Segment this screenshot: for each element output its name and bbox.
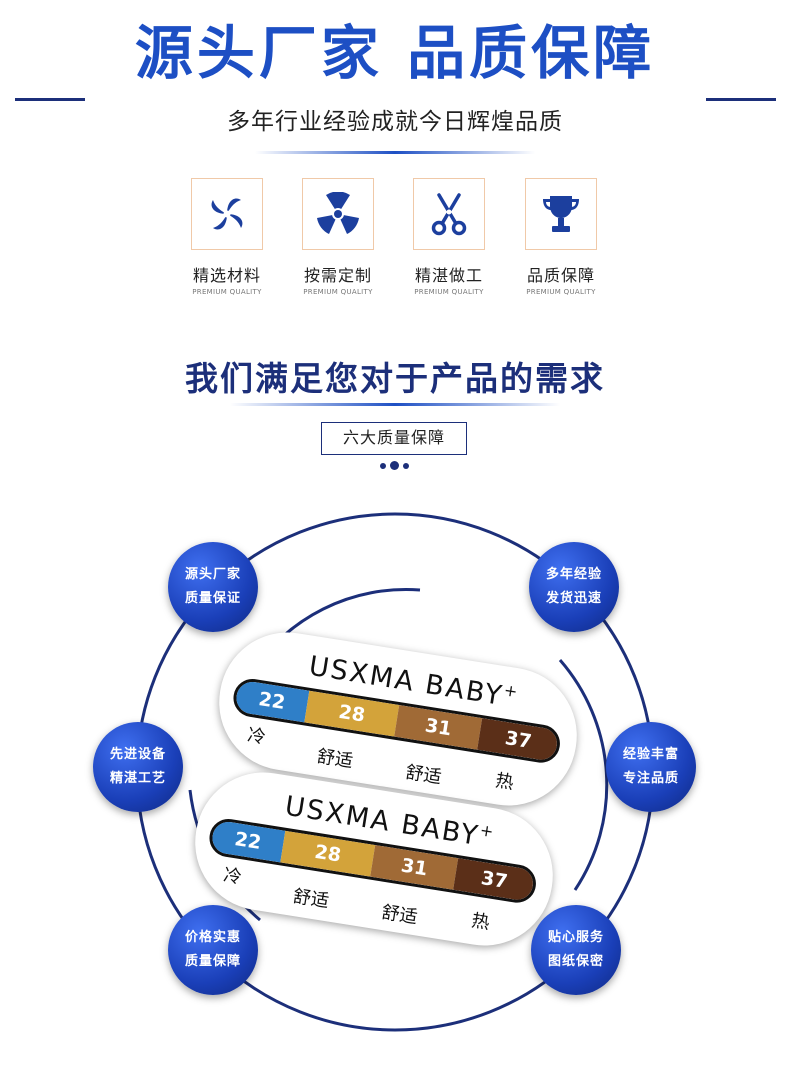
badge-fast-shipping: 多年经验 发货迅速 [529,542,619,632]
feature-label: 精湛做工 [414,266,483,285]
seg-cold: 22 [210,819,286,863]
dot [380,463,386,469]
feature-icon-box [413,178,485,250]
badge-line: 多年经验 [545,567,602,582]
badge-affordable: 价格实惠 质量保障 [168,905,258,995]
label-comfy-2: 舒适 [404,761,443,789]
badge-line: 经验丰富 [622,747,679,762]
trophy-icon [543,196,579,232]
section-label-box: 六大质量保障 [321,422,467,455]
badge-line: 源头厂家 [184,567,241,582]
feature-sublabel: PREMIUM QUALITY [526,288,596,296]
label-comfy-2: 舒适 [380,901,419,929]
feature-quality: 品质保障 PREMIUM QUALITY [506,178,616,296]
badge-line: 图纸保密 [547,954,604,969]
hero-subtitle: 多年行业经验成就今日辉煌品质 [227,109,563,135]
hero-left-rule [15,98,85,101]
feature-label: 按需定制 [303,266,372,285]
feature-icon-box [525,178,597,250]
hero-right-rule [706,98,776,101]
feature-label: 精选材料 [192,266,261,285]
feature-sublabel: PREMIUM QUALITY [192,288,262,296]
label-hot: 热 [493,770,515,794]
label-cold: 冷 [245,724,268,749]
radiation-icon [317,192,359,234]
seg-cold: 22 [234,679,310,723]
label-comfy: 舒适 [315,745,355,773]
feature-label: 品质保障 [526,266,595,285]
badge-experienced: 经验丰富 专注品质 [606,722,696,812]
feature-icon-box [302,178,374,250]
label-cold: 冷 [221,864,244,889]
seg-comfy: 28 [280,830,376,877]
badge-line: 贴心服务 [547,930,604,945]
feature-custom: 按需定制 PREMIUM QUALITY [283,178,393,296]
seg-hot: 37 [477,718,560,762]
badge-line: 精湛工艺 [109,771,166,786]
badge-line: 专注品质 [622,771,679,786]
pinwheel-icon [211,198,243,230]
badge-line: 价格实惠 [184,930,241,945]
hero-title: 源头厂家 品质保障 [134,19,656,87]
scissors-icon [431,193,467,236]
seg-warm: 31 [394,705,483,750]
section-dots [380,461,410,471]
badge-line: 质量保证 [184,591,241,606]
inner-arc-right [558,659,609,891]
feature-icon-box [191,178,263,250]
feature-sublabel: PREMIUM QUALITY [414,288,484,296]
badge-advanced-equipment: 先进设备 精湛工艺 [93,722,183,812]
feature-craft: 精湛做工 PREMIUM QUALITY [394,178,504,296]
badge-line: 先进设备 [109,747,166,762]
seg-hot: 37 [453,858,536,902]
dot [403,463,409,469]
brand-sup: + [478,820,497,842]
badge-line: 发货迅速 [545,591,602,606]
hero-underline [255,151,535,154]
brand-sup: + [502,680,521,702]
dot [390,461,399,470]
feature-materials: 精选材料 PREMIUM QUALITY [172,178,282,296]
badge-line: 质量保障 [184,954,241,969]
section-underline [230,403,560,406]
seg-comfy: 28 [304,690,400,737]
badge-service: 贴心服务 图纸保密 [531,905,621,995]
label-hot: 热 [469,910,491,934]
label-comfy: 舒适 [291,885,331,913]
badge-source-factory: 源头厂家 质量保证 [168,542,258,632]
seg-warm: 31 [370,845,459,890]
section-title: 我们满足您对于产品的需求 [185,359,605,398]
feature-sublabel: PREMIUM QUALITY [303,288,373,296]
